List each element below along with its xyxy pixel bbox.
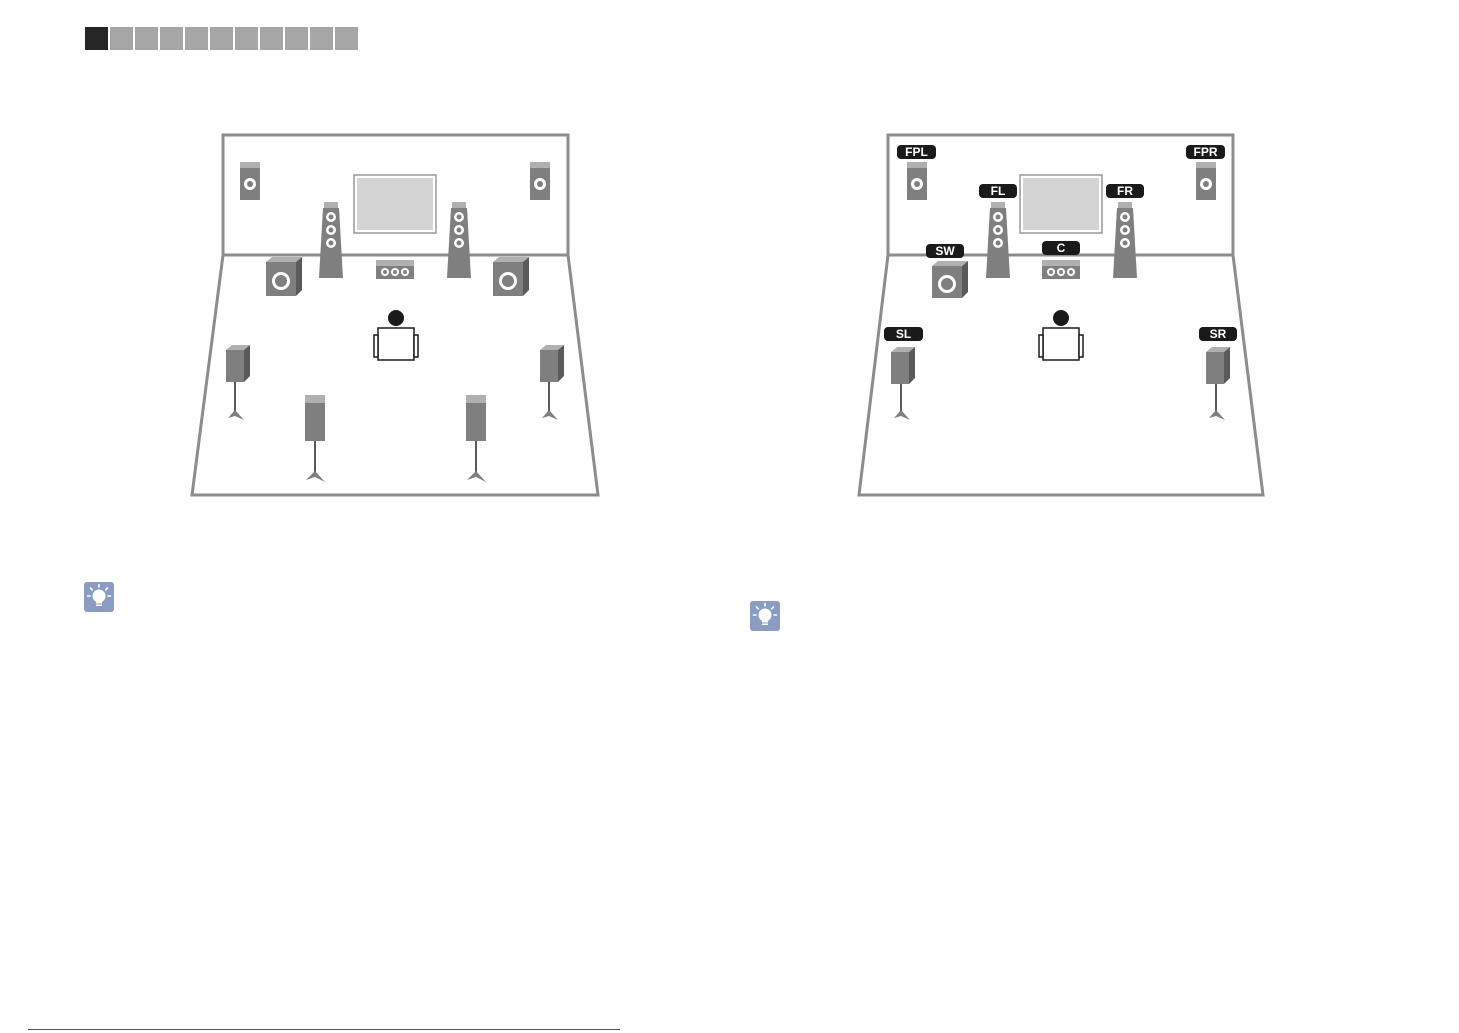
tv-screen	[354, 175, 436, 233]
lightbulb-icon	[84, 582, 114, 612]
progress-segment	[160, 27, 183, 50]
sw-speaker: SW	[926, 244, 968, 298]
tv-screen	[1020, 175, 1102, 233]
surround-right-speaker	[540, 345, 564, 420]
listener-icon	[1039, 310, 1083, 360]
sw-label: SW	[935, 244, 955, 258]
subwoofer-left	[266, 257, 302, 296]
page-progress-bar	[85, 27, 358, 50]
progress-segment	[135, 27, 158, 50]
surround-back-left-speaker	[305, 395, 325, 482]
fr-speaker: FR	[1106, 184, 1144, 278]
progress-segment	[310, 27, 333, 50]
fpr-speaker: FPR	[1186, 145, 1225, 200]
fpl-label: FPL	[905, 145, 928, 159]
front-presence-left-speaker	[240, 162, 260, 200]
speaker-layout-diagram-left	[188, 130, 608, 500]
surround-left-speaker	[226, 345, 250, 420]
progress-segment	[210, 27, 233, 50]
progress-segment	[235, 27, 258, 50]
surround-back-right-speaker	[466, 395, 486, 482]
listener-icon	[374, 310, 418, 360]
fl-label: FL	[991, 184, 1006, 198]
fpl-speaker: FPL	[897, 145, 936, 200]
subwoofer-right	[493, 257, 529, 296]
progress-segment	[285, 27, 308, 50]
speaker-layout-diagram-right: FPL FPR FL FR SW C	[855, 130, 1275, 500]
sl-label: SL	[896, 327, 911, 341]
progress-segment	[110, 27, 133, 50]
sr-speaker: SR	[1199, 327, 1237, 420]
front-presence-right-speaker	[530, 162, 550, 200]
progress-segment	[85, 27, 108, 50]
front-left-speaker	[319, 202, 343, 278]
fpr-label: FPR	[1194, 145, 1218, 159]
sl-speaker: SL	[884, 327, 923, 420]
sr-label: SR	[1210, 327, 1227, 341]
progress-segment	[260, 27, 283, 50]
c-label: C	[1057, 241, 1066, 255]
lightbulb-icon	[750, 601, 780, 631]
front-right-speaker	[447, 202, 471, 278]
progress-segment	[335, 27, 358, 50]
fr-label: FR	[1117, 184, 1133, 198]
center-speaker	[376, 260, 414, 279]
fl-speaker: FL	[979, 184, 1017, 278]
footer-divider	[28, 1029, 620, 1030]
progress-segment	[185, 27, 208, 50]
c-speaker: C	[1042, 241, 1080, 279]
